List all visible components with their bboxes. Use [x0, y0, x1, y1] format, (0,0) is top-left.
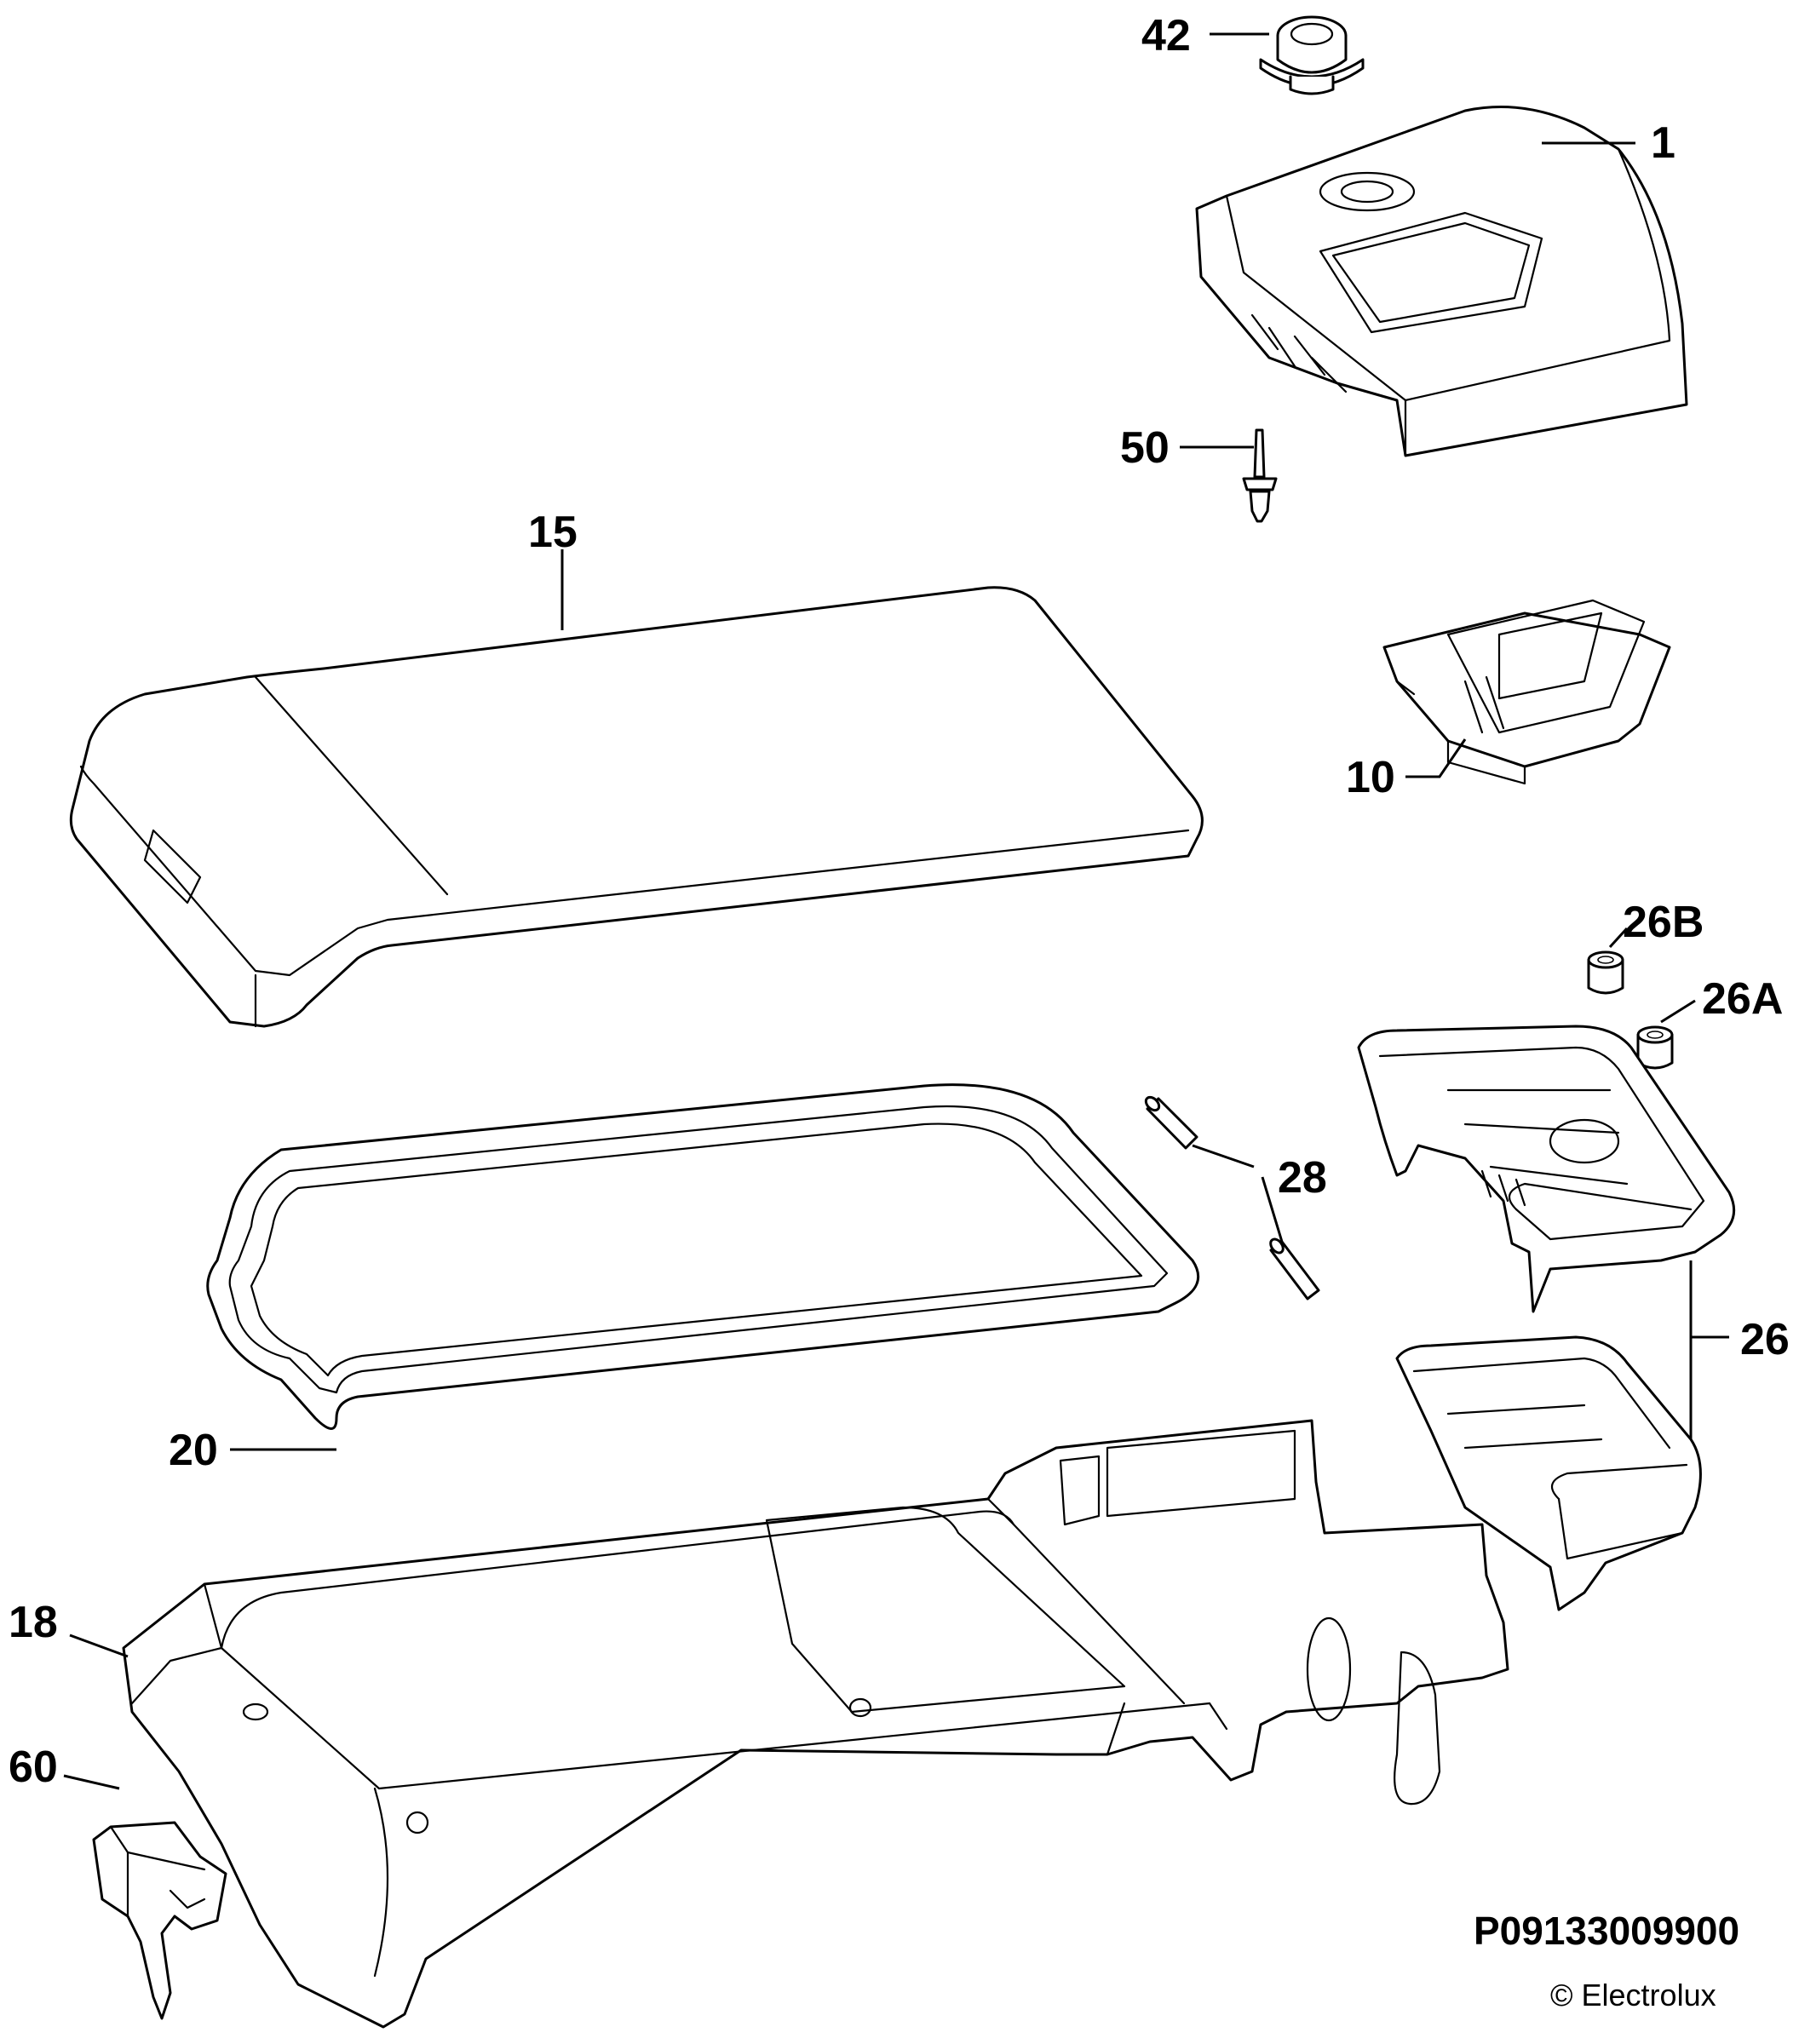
callout-15: 15	[528, 508, 578, 557]
part-50-screw	[1242, 428, 1278, 523]
part-15-lid-panel	[69, 586, 1204, 1028]
leader-60	[63, 1774, 120, 1790]
leader-18	[69, 1633, 129, 1658]
callout-18: 18	[9, 1598, 58, 1647]
callout-60: 60	[9, 1743, 58, 1792]
part-42-knob	[1259, 15, 1365, 95]
part-28-pins	[1144, 1095, 1320, 1300]
part-60-lid-switch	[92, 1821, 227, 2020]
leader-10	[1405, 738, 1467, 778]
callout-20: 20	[169, 1426, 218, 1475]
callout-50: 50	[1120, 423, 1170, 473]
callout-42: 42	[1141, 11, 1191, 60]
leader-26	[1689, 1260, 1729, 1439]
callout-28: 28	[1278, 1153, 1327, 1203]
part-26B-bush	[1587, 950, 1624, 995]
part-26A-bush	[1636, 1025, 1674, 1070]
leader-lines	[63, 32, 1729, 1790]
part-18-base-frame	[122, 1419, 1509, 2029]
drawing-code: P09133009900	[1474, 1909, 1739, 1953]
callout-labels: 42 1 50 15 10 26B 26A 28 26 20 18 60	[9, 11, 1790, 1792]
callout-10: 10	[1346, 753, 1395, 802]
leader-28	[1192, 1144, 1284, 1243]
leader-26A	[1660, 999, 1696, 1024]
callout-26A: 26A	[1702, 974, 1783, 1024]
callout-26: 26	[1740, 1315, 1790, 1364]
copyright-note: © Electrolux	[1550, 1978, 1716, 2012]
callout-1: 1	[1651, 118, 1675, 168]
part-26-hinge-lower	[1395, 1335, 1702, 1611]
callout-26B: 26B	[1623, 898, 1704, 947]
part-10-control-module	[1382, 599, 1671, 785]
part-20-gasket	[206, 1083, 1200, 1430]
leader-26B	[1608, 927, 1629, 949]
part-1-console-cover	[1195, 106, 1688, 457]
part-26-hinge-upper	[1357, 1025, 1736, 1313]
